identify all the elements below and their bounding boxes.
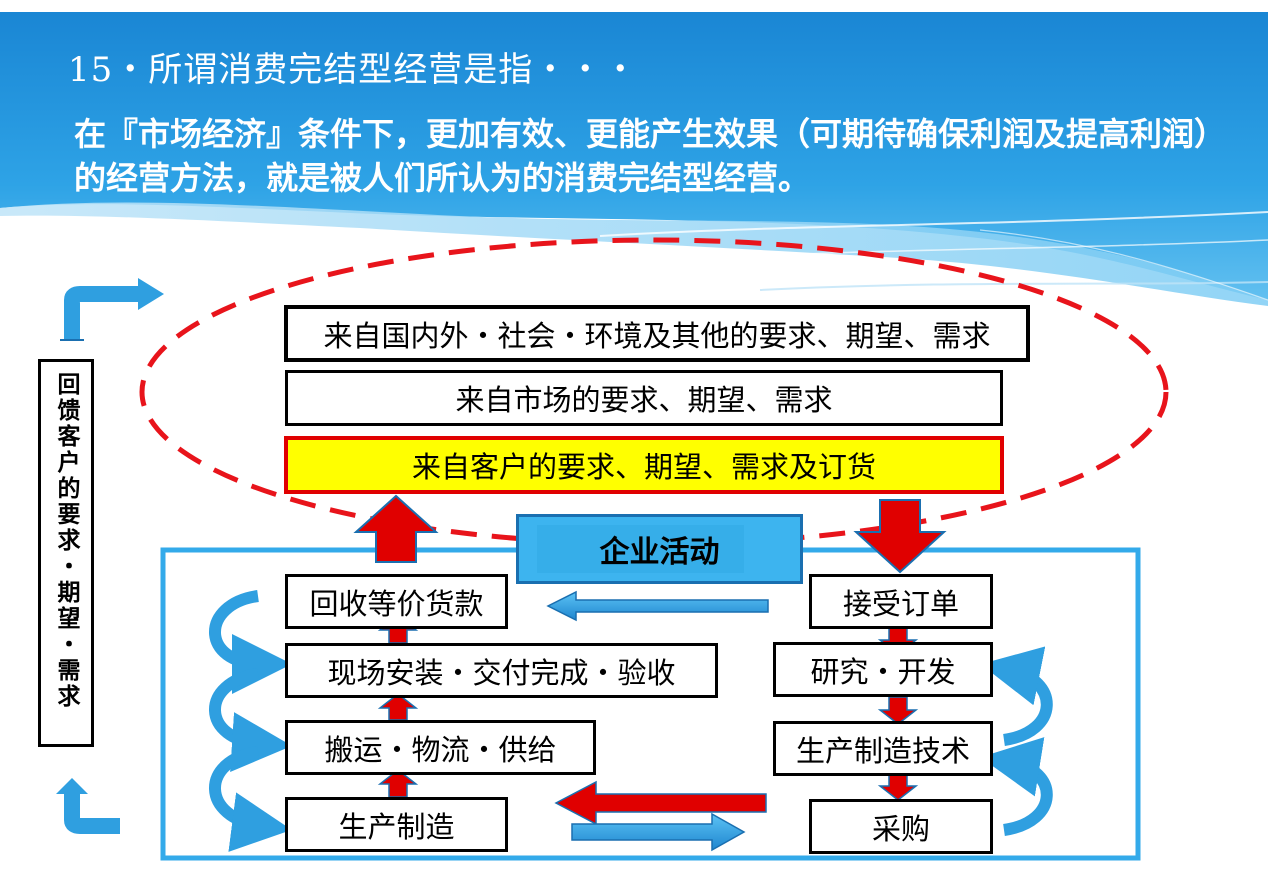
demand-box-domestic-foreign: 来自国内外・社会・环境及其他的要求、期望、需求 bbox=[284, 305, 1030, 362]
step-manufacturing-technology: 生产制造技术 bbox=[773, 721, 993, 776]
step-payment-collection: 回收等价货款 bbox=[285, 574, 508, 629]
enterprise-activity-panel bbox=[537, 525, 744, 573]
step-logistics-supply: 搬运・物流・供给 bbox=[285, 720, 596, 775]
feedback-label-box: 回馈客户的要求・期望・需求 bbox=[38, 359, 94, 747]
enterprise-activity-text: 企业活动 bbox=[599, 535, 720, 570]
slide-title: 15・所谓消费完结型经营是指・・・ bbox=[68, 50, 639, 90]
feedback-label-text: 回馈客户的要求・期望・需求 bbox=[53, 372, 79, 710]
demand-box-customer: 来自客户的要求、期望、需求及订货 bbox=[284, 436, 1004, 494]
step-research-development: 研究・开发 bbox=[773, 642, 993, 697]
slide-subtitle: 在『市场经济』条件下，更加有效、更能产生效果（可期待确保利润及提高利润）的经营方… bbox=[74, 115, 1211, 197]
step-procurement: 采购 bbox=[809, 799, 993, 854]
enterprise-activity-label: 企业活动 bbox=[516, 514, 803, 584]
demand-box-market: 来自市场的要求、期望、需求 bbox=[285, 370, 1003, 426]
step-order-receipt: 接受订单 bbox=[809, 574, 993, 629]
step-production: 生产制造 bbox=[285, 797, 508, 852]
step-installation-acceptance: 现场安装・交付完成・验收 bbox=[285, 643, 718, 698]
